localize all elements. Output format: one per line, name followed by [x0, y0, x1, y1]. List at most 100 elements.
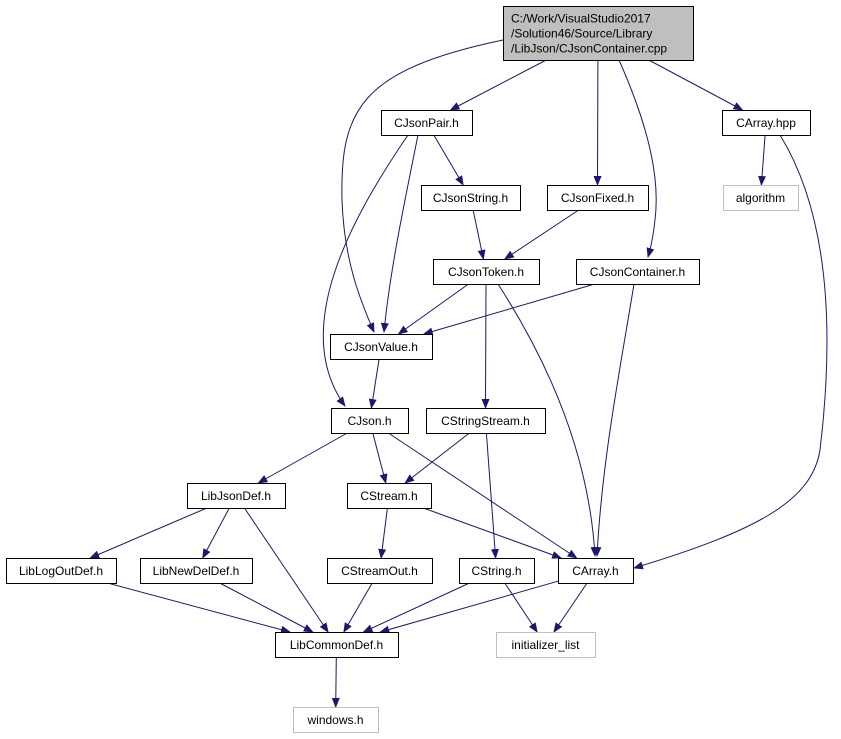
node-box-algorithm — [723, 185, 799, 211]
node-box-cjsonstring — [421, 185, 521, 211]
node-box-cjsonvalue — [330, 334, 433, 360]
node-label-libcommondef: LibCommonDef.h — [290, 638, 383, 652]
edge-cjsonpair-to-cjson — [322, 134, 409, 407]
node-cjsonstring[interactable]: CJsonString.h — [421, 185, 521, 211]
node-label-cstringstream: CStringStream.h — [441, 414, 530, 428]
edge-root-to-cjsonpair — [449, 59, 547, 111]
edge-cjsontoken-to-cjsonvalue — [397, 283, 469, 335]
node-box-cjsontoken — [433, 259, 540, 285]
node-cstring[interactable]: CString.h — [459, 558, 535, 584]
node-label-windows: windows.h — [306, 713, 363, 727]
node-label-root-line-1: C:/Work/VisualStudio2017 — [511, 12, 651, 26]
edge-carrayh-to-initializer_list — [553, 582, 588, 633]
edge-cjsoncontainer-to-cjsonvalue — [422, 283, 595, 336]
edge-libjsondef-to-liblogoutdef — [89, 507, 207, 559]
node-libnewdeldef[interactable]: LibNewDelDef.h — [140, 558, 253, 584]
edge-cstring-to-libcommondef — [362, 582, 470, 633]
node-cjsonfixed[interactable]: CJsonFixed.h — [547, 185, 649, 211]
node-label-initializer_list: initializer_list — [511, 638, 580, 652]
node-carrayh[interactable]: CArray.h — [558, 558, 634, 584]
node-box-root — [503, 6, 694, 61]
node-cjson[interactable]: CJson.h — [331, 408, 409, 434]
edge-carrayhpp-to-algorithm — [758, 134, 767, 186]
node-cjsonpair[interactable]: CJsonPair.h — [381, 110, 473, 136]
edge-cstring-to-initializer_list — [504, 582, 538, 633]
edge-libnewdeldef-to-libcommondef — [219, 582, 314, 633]
node-box-cjson — [331, 408, 409, 434]
node-label-cjsonfixed: CJsonFixed.h — [561, 191, 634, 205]
edge-cjsontoken-to-cstringstream — [481, 283, 490, 409]
edge-cstream-to-carrayh — [423, 507, 563, 559]
edge-cjsonpair-to-cjsonstring — [433, 134, 464, 186]
edge-cstream-to-cstreamout — [378, 507, 388, 559]
node-algorithm: algorithm — [723, 185, 799, 211]
edge-root-to-cjsoncontainer — [618, 59, 657, 258]
edge-libjsondef-to-libcommondef — [243, 507, 329, 633]
node-box-carrayh — [558, 558, 634, 584]
node-box-liblogoutdef — [6, 558, 117, 584]
edge-cjsontoken-to-carrayh — [497, 283, 599, 557]
edge-libjsondef-to-libnewdeldef — [202, 507, 230, 559]
node-label-cstreamout: CStreamOut.h — [341, 564, 418, 578]
node-label-root-line-3: /LibJson/CJsonContainer.cpp — [511, 42, 667, 56]
node-label-cjson: CJson.h — [347, 414, 391, 428]
node-box-libcommondef — [275, 632, 399, 658]
node-cstreamout[interactable]: CStreamOut.h — [327, 558, 433, 584]
node-box-cjsonpair — [381, 110, 473, 136]
edge-carrayhpp-to-carrayh — [633, 134, 828, 570]
node-box-cstreamout — [327, 558, 433, 584]
edge-cjsonpair-to-cjsonvalue — [380, 134, 419, 333]
node-label-cjsonpair: CJsonPair.h — [394, 116, 459, 130]
edge-cjson-to-libjsondef — [257, 432, 348, 484]
edge-cjsonfixed-to-cjsontoken — [503, 209, 579, 260]
node-box-libnewdeldef — [140, 558, 253, 584]
node-label-root-line-2: /Solution46/Source/Library — [511, 27, 652, 41]
node-label-cjsontoken: CJsonToken.h — [448, 265, 524, 279]
edge-cstringstream-to-cstream — [404, 432, 470, 484]
edge-root-to-cjsonvalue — [341, 39, 504, 333]
node-label-liblogoutdef: LibLogOutDef.h — [19, 564, 103, 578]
node-windows: windows.h — [293, 707, 379, 733]
node-box-cstringstream — [426, 408, 546, 434]
node-cstringstream[interactable]: CStringStream.h — [426, 408, 546, 434]
node-initializer_list: initializer_list — [496, 632, 596, 658]
node-box-cjsoncontainer — [576, 259, 700, 285]
edge-liblogoutdef-to-libcommondef — [107, 582, 291, 634]
node-cjsoncontainer[interactable]: CJsonContainer.h — [576, 259, 700, 285]
nodes-layer: C:/Work/VisualStudio2017/Solution46/Sour… — [6, 6, 811, 733]
node-cjsonvalue[interactable]: CJsonValue.h — [330, 334, 433, 360]
edge-cstreamout-to-libcommondef — [343, 582, 373, 633]
node-box-cstream — [347, 483, 432, 509]
node-label-libjsondef: LibJsonDef.h — [201, 489, 271, 503]
node-label-cstring: CString.h — [471, 564, 521, 578]
node-label-cjsonstring: CJsonString.h — [433, 191, 508, 205]
node-box-carrayhpp — [722, 110, 811, 136]
edge-root-to-carrayhpp — [648, 59, 744, 111]
node-cjsontoken[interactable]: CJsonToken.h — [433, 259, 540, 285]
node-box-windows — [293, 707, 379, 733]
node-carrayhpp[interactable]: CArray.hpp — [722, 110, 811, 136]
node-box-libjsondef — [187, 483, 286, 509]
node-label-libnewdeldef: LibNewDelDef.h — [153, 564, 240, 578]
node-label-algorithm: algorithm — [736, 191, 785, 205]
node-label-cjsonvalue: CJsonValue.h — [344, 340, 418, 354]
edge-carrayh-to-libcommondef — [379, 580, 559, 634]
node-label-cjsoncontainer: CJsonContainer.h — [590, 265, 685, 279]
node-box-initializer_list — [496, 632, 596, 658]
edge-cjsonvalue-to-cjson — [368, 358, 380, 409]
edge-cjsonstring-to-cjsontoken — [472, 209, 486, 260]
node-root[interactable]: C:/Work/VisualStudio2017/Solution46/Sour… — [503, 6, 694, 61]
node-liblogoutdef[interactable]: LibLogOutDef.h — [6, 558, 117, 584]
edge-cstringstream-to-cstring — [485, 432, 499, 559]
edge-cjsoncontainer-to-carrayh — [593, 283, 635, 557]
node-libcommondef[interactable]: LibCommonDef.h — [275, 632, 399, 658]
node-label-carrayh: CArray.h — [572, 564, 618, 578]
node-libjsondef[interactable]: LibJsonDef.h — [187, 483, 286, 509]
node-box-cstring — [459, 558, 535, 584]
edge-libcommondef-to-windows — [331, 656, 340, 708]
node-label-cstream: CStream.h — [360, 489, 417, 503]
node-box-cjsonfixed — [547, 185, 649, 211]
edges-layer — [89, 39, 828, 708]
node-cstream[interactable]: CStream.h — [347, 483, 432, 509]
